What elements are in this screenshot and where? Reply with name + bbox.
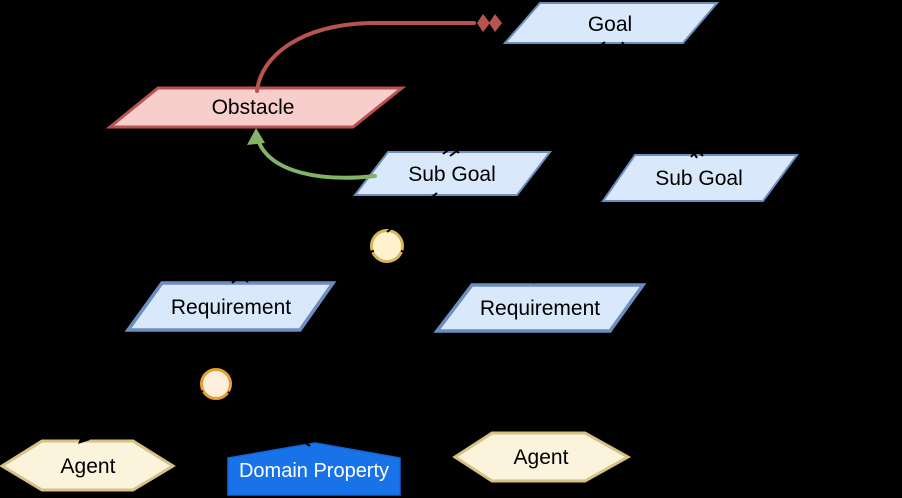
agent-left-label: Agent: [61, 455, 116, 478]
solid-arrowhead-icon: [78, 431, 90, 444]
triangle-arrowhead-icon: [247, 128, 265, 145]
and-junction-lower-icon[interactable]: [200, 368, 232, 400]
connector-requirement-left-junction[interactable]: [239, 250, 375, 281]
chevron-arrowhead-icon: [442, 145, 460, 155]
requirement-left-label: Requirement: [171, 296, 291, 319]
diamond-arrowhead-icon: [477, 14, 490, 32]
goal-label: Goal: [588, 13, 632, 36]
resolution-arrow[interactable]: [247, 128, 377, 180]
refinement-connectors[interactable]: [82, 41, 704, 447]
and-junction-upper-icon[interactable]: [370, 229, 404, 263]
goal-node[interactable]: [502, 1, 720, 44]
requirement-left-node[interactable]: [124, 281, 337, 332]
connector-junction-subgoal[interactable]: [386, 192, 438, 233]
chevron-arrowhead-icon: [532, 274, 550, 284]
connector-goal-subgoal-right[interactable]: [621, 41, 698, 159]
sub-goal-left-label: Sub Goal: [408, 163, 496, 186]
sub-goal-right-label: Sub Goal: [655, 167, 743, 190]
agent-right-node[interactable]: [452, 431, 632, 483]
agent-left-node[interactable]: [0, 439, 176, 492]
obstacle-node[interactable]: [105, 86, 407, 129]
chevron-arrowhead-icon: [231, 274, 249, 284]
requirement-right-node[interactable]: [433, 283, 647, 333]
agent-right-label: Agent: [514, 446, 569, 469]
connector-requirement-right-junction[interactable]: [400, 250, 542, 283]
obstruction-arrow[interactable]: [255, 14, 502, 93]
diamond-arrowhead-icon: [489, 14, 502, 32]
chevron-arrowhead-icon: [690, 148, 704, 158]
connector-junction-requirement-left[interactable]: [218, 333, 233, 368]
connector-domain-property-junction[interactable]: [227, 391, 311, 447]
domain-property-label: Domain Property: [239, 460, 389, 482]
connector-goal-subgoal-left[interactable]: [449, 41, 606, 157]
domain-property-node[interactable]: [227, 442, 401, 496]
requirement-right-label: Requirement: [480, 297, 600, 320]
sub-goal-right-node[interactable]: [601, 154, 799, 202]
connector-agent-right-requirement[interactable]: [539, 333, 543, 431]
obstacle-label: Obstacle: [212, 96, 295, 119]
sub-goal-left-node[interactable]: [352, 151, 553, 196]
connector-agent-left-junction[interactable]: [82, 390, 204, 442]
